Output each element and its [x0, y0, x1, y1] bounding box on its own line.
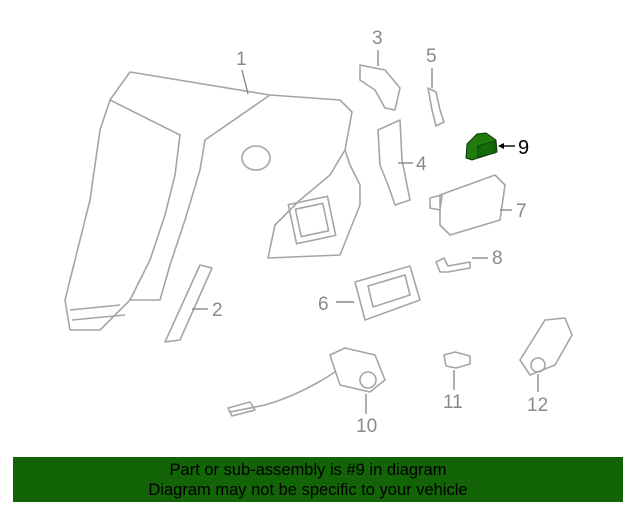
callout-6: 6 [318, 294, 329, 315]
part-12-lock-actuator[interactable] [519, 317, 573, 376]
callout-12: 12 [527, 395, 548, 416]
part-9-highlighted[interactable] [465, 132, 498, 161]
part-1-quarter-panel[interactable] [64, 71, 361, 331]
callout-2: 2 [212, 300, 223, 321]
callout-1: 1 [236, 49, 247, 70]
part-2-molding[interactable] [164, 264, 213, 343]
part-3-bracket[interactable] [359, 64, 401, 111]
callout-8: 8 [492, 248, 503, 269]
banner-line-2: Diagram may not be specific to your vehi… [148, 481, 468, 499]
callout-4: 4 [416, 154, 427, 175]
part-10-actuator[interactable] [227, 347, 386, 417]
callout-11: 11 [443, 392, 463, 413]
part-7-fuel-lid[interactable] [429, 174, 506, 236]
part-info-banner: Part or sub-assembly is #9 in diagram Di… [13, 457, 623, 502]
parts-diagram: 1 2 3 4 5 9 7 8 6 10 11 [64, 28, 573, 437]
part-11-clip[interactable] [443, 351, 471, 369]
callout-10: 10 [356, 416, 377, 437]
part-5-seal[interactable] [427, 87, 445, 127]
callout-3: 3 [372, 28, 383, 49]
callout-7: 7 [516, 201, 527, 222]
banner-line-1: Part or sub-assembly is #9 in diagram [169, 461, 447, 479]
callout-5: 5 [426, 46, 437, 67]
callout-9: 9 [518, 137, 529, 159]
part-6-fuel-housing[interactable] [354, 265, 421, 321]
part-8-screw[interactable] [435, 257, 471, 273]
part-4-bracket[interactable] [377, 119, 411, 206]
